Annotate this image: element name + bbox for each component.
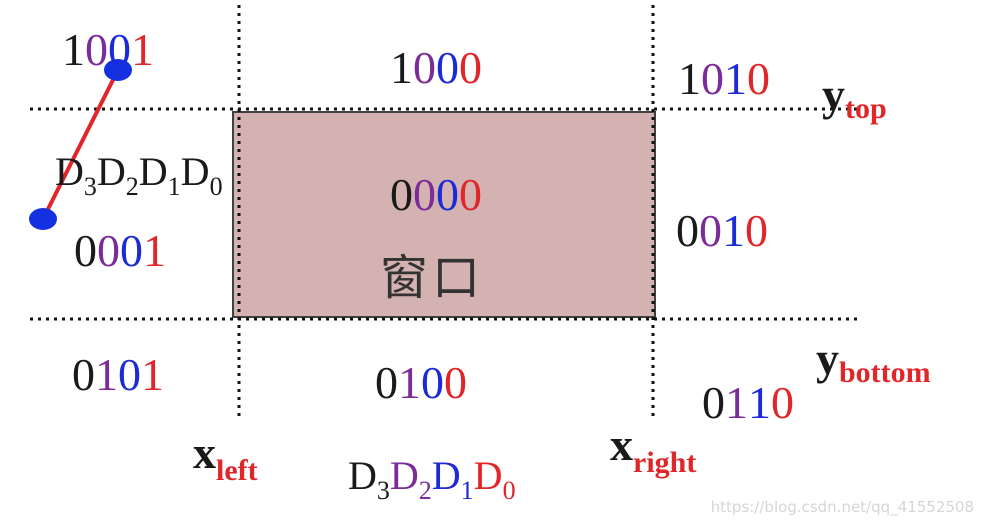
y-top-label: ytop: [822, 69, 887, 124]
bit-d2: 1: [725, 377, 748, 428]
x-right-main: x: [610, 419, 633, 470]
bit-letter: D: [389, 453, 419, 498]
bit-index: 0: [502, 476, 516, 505]
bit-d3: 1: [390, 42, 413, 93]
bit-d3: 0: [72, 349, 95, 400]
region-code-bottom-middle: 0100: [375, 360, 467, 406]
x-right-label: xright: [610, 419, 696, 478]
bit-letter: D: [431, 453, 461, 498]
bit-d2: 0: [699, 205, 722, 256]
watermark: https://blog.csdn.net/qq_41552508: [710, 498, 974, 516]
bit-d2: 1: [95, 349, 118, 400]
region-code-top-middle: 1000: [390, 45, 482, 91]
bit-d1: 0: [421, 357, 444, 408]
bit-d2: 0: [413, 169, 436, 220]
bit-d0: 0: [459, 42, 482, 93]
bit-d3: 0: [74, 225, 97, 276]
bit-letter: D: [180, 149, 210, 194]
bit-letter: D: [138, 149, 168, 194]
bit-d1: 0: [436, 169, 459, 220]
y-bottom-label: ybottom: [816, 333, 931, 388]
x-left-main: x: [193, 427, 216, 478]
segment-endpoint-top: [104, 59, 132, 81]
bit-d2: 0: [97, 225, 120, 276]
y-bottom-main: y: [816, 333, 839, 384]
bit-d1: 1: [748, 377, 771, 428]
region-code-middle-left: 0001: [74, 228, 166, 274]
bit-index: 2: [418, 476, 432, 505]
bit-d1: 1: [722, 205, 745, 256]
region-code-center: 0000: [390, 172, 482, 218]
bit-index: 3: [83, 172, 97, 201]
bit-index: 1: [167, 172, 181, 201]
bit-d3: 0: [390, 169, 413, 220]
bit-d2: 0: [701, 53, 724, 104]
bit-d0: 1: [143, 225, 166, 276]
segment-endpoint-bottom: [29, 208, 57, 230]
bit-d2: 0: [85, 24, 108, 75]
region-code-top-right: 1010: [678, 56, 770, 102]
region-code-bottom-right: 0110: [702, 380, 794, 426]
bit-letter: D: [473, 453, 503, 498]
bit-d3: 0: [375, 357, 398, 408]
window-label: 窗口: [380, 250, 485, 306]
bit-d0: 0: [747, 53, 770, 104]
bit-d1: 1: [724, 53, 747, 104]
bit-d0: 0: [459, 169, 482, 220]
bit-d0: 0: [444, 357, 467, 408]
bit-d2: 1: [398, 357, 421, 408]
region-code-top-left: 1001: [62, 27, 154, 73]
bit-index: 2: [125, 172, 139, 201]
bit-index: 1: [460, 476, 474, 505]
bit-d0: 0: [745, 205, 768, 256]
y-bottom-sub: bottom: [839, 356, 931, 389]
bit-index: 0: [209, 172, 223, 201]
bit-d0: 1: [131, 24, 154, 75]
region-code-middle-right: 0010: [676, 208, 768, 254]
bit-d3: 1: [62, 24, 85, 75]
bit-d1: 0: [120, 225, 143, 276]
bit-letter: D: [55, 149, 84, 194]
bit-d3: 1: [678, 53, 701, 104]
bit-d1: 0: [108, 24, 131, 75]
bit-order-label-lower: D3D2D1D0: [348, 453, 516, 504]
x-left-sub: left: [216, 454, 258, 487]
bit-d1: 0: [436, 42, 459, 93]
bit-d0: 0: [771, 377, 794, 428]
line-segment: [41, 69, 120, 220]
region-code-bottom-left: 0101: [72, 352, 164, 398]
x-right-sub: right: [633, 446, 697, 479]
bit-index: 3: [376, 476, 390, 505]
bit-order-label-upper: D3D2D1D0: [55, 149, 223, 200]
clip-window: [232, 111, 656, 318]
bit-d2: 0: [413, 42, 436, 93]
y-top-main: y: [822, 69, 845, 120]
y-top-sub: top: [845, 92, 887, 125]
bit-letter: D: [348, 453, 377, 498]
bit-d3: 0: [702, 377, 725, 428]
x-left-label: xleft: [193, 427, 258, 486]
bit-d3: 0: [676, 205, 699, 256]
bit-d0: 1: [141, 349, 164, 400]
bit-letter: D: [96, 149, 126, 194]
bit-d1: 0: [118, 349, 141, 400]
